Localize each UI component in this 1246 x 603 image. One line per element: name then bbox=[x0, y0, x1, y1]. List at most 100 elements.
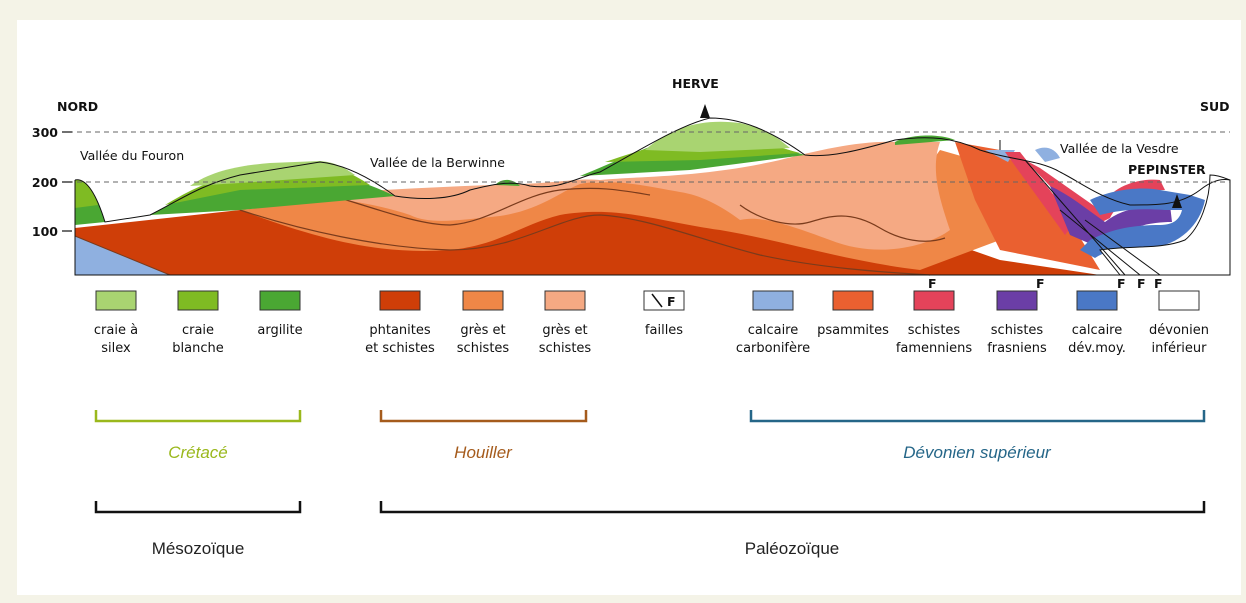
legend-label-line2: blanche bbox=[172, 341, 223, 356]
legend-swatch bbox=[1076, 290, 1118, 311]
legend-swatch bbox=[379, 290, 421, 311]
legend-swatch bbox=[752, 290, 794, 311]
legend-label-line1: dévonien bbox=[1149, 323, 1209, 338]
layer-craie-silex-herve bbox=[645, 121, 790, 152]
legend-label-line2: dév.moy. bbox=[1068, 341, 1126, 356]
legend-label-line2: schistes bbox=[457, 341, 510, 356]
altitude-100: 100 bbox=[32, 224, 58, 239]
legend-swatch bbox=[913, 290, 955, 311]
altitude-200: 200 bbox=[32, 175, 58, 190]
legend-item-psammites: psammites bbox=[817, 290, 889, 338]
legend-item-calcaire-carbonifere: calcaire carbonifère bbox=[736, 290, 810, 356]
legend-swatch bbox=[95, 290, 137, 311]
legend-label-line1: grès et bbox=[542, 323, 587, 338]
fold-line-2 bbox=[239, 209, 931, 276]
legend-label-line1: failles bbox=[645, 323, 683, 338]
legend-label-line1: psammites bbox=[817, 323, 889, 338]
legend: craie à silex craie blanche argilite phtanite… bbox=[94, 290, 1209, 356]
legend-label-line1: schistes bbox=[991, 323, 1044, 338]
layer-psammites-right bbox=[955, 142, 1100, 270]
cross-section bbox=[74, 117, 1231, 276]
legend-swatch bbox=[544, 290, 586, 311]
fault-symbol-icon bbox=[651, 293, 663, 308]
legend-item-calcaire-dev-moy: calcaire dév.moy. bbox=[1068, 290, 1126, 356]
legend-label-line2: frasniens bbox=[987, 341, 1047, 356]
place-fouron: Vallée du Fouron bbox=[80, 148, 184, 163]
section-frame bbox=[74, 180, 1231, 276]
era-paleozoique: Paléozoïque bbox=[745, 539, 840, 558]
legend-label-line2: schistes bbox=[539, 341, 592, 356]
legend-swatch bbox=[643, 290, 685, 311]
surface-outline bbox=[74, 117, 1231, 223]
legend-label-line2: silex bbox=[101, 341, 131, 356]
altitude-axis: 300 200 100 bbox=[32, 125, 1230, 239]
legend-item-gres-orange: grès et schistes bbox=[457, 290, 510, 356]
place-herve: HERVE bbox=[672, 76, 719, 91]
bracket-devonien-superieur bbox=[749, 410, 1206, 423]
legend-swatch bbox=[259, 290, 301, 311]
era-mesozoique: Mésozoïque bbox=[152, 539, 245, 558]
legend-swatch bbox=[1158, 290, 1200, 311]
direction-sud: SUD bbox=[1200, 99, 1230, 114]
fold-line-1 bbox=[329, 187, 651, 226]
legend-label-line1: phtanites bbox=[369, 323, 431, 338]
bracket-houiller bbox=[379, 410, 588, 423]
fault-mark: F bbox=[1154, 276, 1163, 291]
layer-gres-orange bbox=[240, 150, 1000, 270]
legend-label-line2: famenniens bbox=[896, 341, 973, 356]
legend-item-devonien-inferieur: dévonien inférieur bbox=[1149, 290, 1209, 356]
legend-swatch bbox=[462, 290, 504, 311]
layer-frasniens bbox=[1050, 186, 1172, 248]
place-berwinne: Vallée de la Berwinne bbox=[370, 155, 505, 170]
bracket-mesozoique bbox=[94, 501, 302, 514]
legend-label-line2: carbonifère bbox=[736, 341, 810, 356]
fold-line-3 bbox=[739, 204, 946, 242]
legend-label-line1: craie à bbox=[94, 323, 138, 338]
layer-gres-pale bbox=[300, 141, 950, 250]
layer-craie-silex-left bbox=[190, 161, 355, 186]
legend-item-schistes-frasniens: schistes frasniens bbox=[987, 290, 1047, 356]
fault-lines bbox=[999, 140, 1161, 276]
era-brackets: Mésozoïque Paléozoïque bbox=[94, 501, 1206, 558]
fault-mark: F bbox=[1137, 276, 1146, 291]
legend-label-line1: schistes bbox=[908, 323, 961, 338]
period-houiller: Houiller bbox=[454, 443, 513, 462]
legend-label-line1: argilite bbox=[257, 323, 302, 338]
legend-label-line1: calcaire bbox=[1072, 323, 1123, 338]
direction-nord: NORD bbox=[57, 99, 98, 114]
layer-famenniens bbox=[1005, 152, 1075, 235]
legend-label-line1: grès et bbox=[460, 323, 505, 338]
layer-calcaire-carb-small bbox=[1035, 147, 1060, 162]
legend-label-line1: craie bbox=[182, 323, 214, 338]
legend-label-line1: calcaire bbox=[748, 323, 799, 338]
fault-mark: F bbox=[928, 276, 937, 291]
altitude-300: 300 bbox=[32, 125, 58, 140]
legend-item-phtanites: phtanites et schistes bbox=[365, 290, 435, 356]
fault-marks: F F F F F bbox=[928, 276, 1163, 291]
period-devonien-superieur: Dévonien supérieur bbox=[903, 443, 1052, 462]
layer-craie-far-left bbox=[75, 179, 98, 208]
period-brackets: Crétacé Houiller Dévonien supérieur bbox=[94, 410, 1206, 462]
fault-symbol-letter: F bbox=[667, 294, 676, 309]
period-cretace: Crétacé bbox=[168, 443, 228, 462]
legend-label-line2: inférieur bbox=[1152, 341, 1208, 356]
fault-mark: F bbox=[1036, 276, 1045, 291]
legend-item-gres-pale: grès et schistes bbox=[539, 290, 592, 356]
legend-swatch bbox=[832, 290, 874, 311]
fault-mark: F bbox=[1117, 276, 1126, 291]
legend-item-craie-a-silex: craie à silex bbox=[94, 290, 138, 356]
legend-swatch bbox=[177, 290, 219, 311]
legend-item-craie-blanche: craie blanche bbox=[172, 290, 224, 356]
legend-item-schistes-famenniens: schistes famenniens bbox=[896, 290, 973, 356]
bracket-cretace bbox=[94, 410, 302, 423]
layer-devonien-inferieur bbox=[1099, 174, 1231, 276]
legend-swatch bbox=[996, 290, 1038, 311]
place-pepinster: PEPINSTER bbox=[1128, 162, 1206, 177]
place-vesdre: Vallée de la Vesdre bbox=[1060, 141, 1179, 156]
legend-item-argilite: argilite bbox=[257, 290, 303, 338]
herve-marker-icon bbox=[700, 104, 710, 118]
pepinster-marker-icon bbox=[1172, 194, 1182, 208]
legend-label-line2: et schistes bbox=[365, 341, 435, 356]
